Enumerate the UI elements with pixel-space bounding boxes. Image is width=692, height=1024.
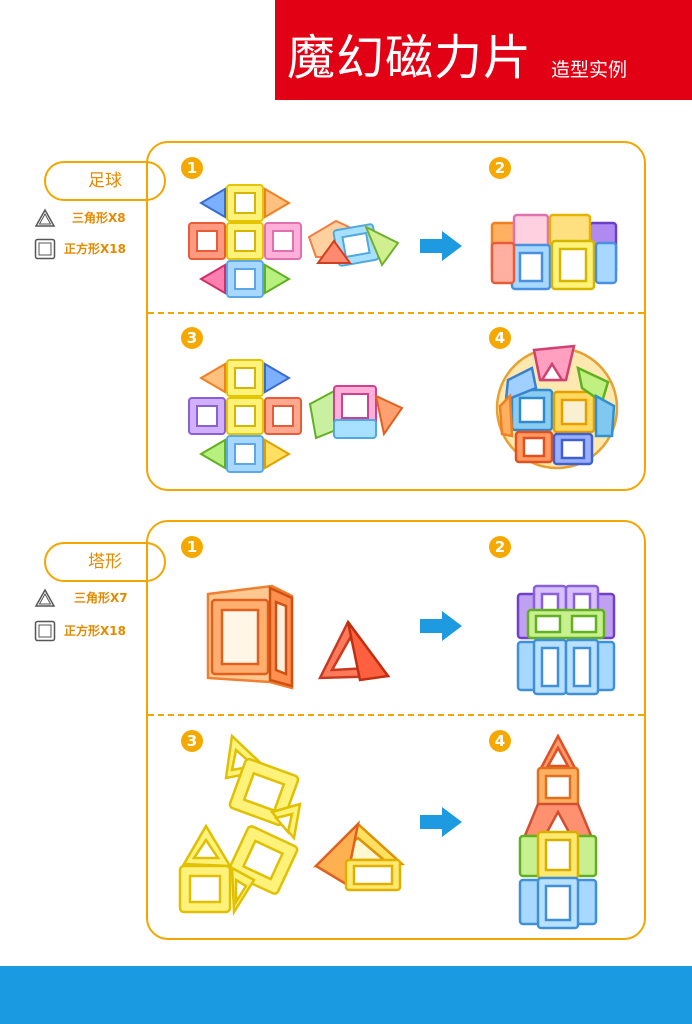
step-number: 3 [181,327,203,349]
title-banner: 魔幻磁力片 造型实例 [275,0,692,100]
football-net-illustration-2 [188,359,404,473]
football-ball-illustration [495,344,619,470]
step-number: 4 [489,327,511,349]
page-title: 魔幻磁力片 [287,30,533,86]
step-number: 1 [181,536,203,558]
step-number: 2 [489,157,511,179]
step-number: 4 [489,730,511,752]
step-divider [148,714,644,716]
arrow-right-icon [420,611,462,641]
legend-square-2: 正方形X18 [34,620,149,642]
legend-square-count: 正方形X18 [64,242,126,256]
step-divider [148,312,644,314]
triangle-icon [34,588,56,607]
footer-bar [0,966,692,1024]
football-net-illustration [188,184,400,298]
step-number: 2 [489,536,511,558]
section-card-football [146,141,646,491]
square-icon [34,620,56,642]
step-number: 1 [181,157,203,179]
triangle-icon [34,208,56,227]
legend-square-1: 正方形X18 [34,238,149,260]
tower-cylinder-illustration [516,584,616,696]
legend-square-count: 正方形X18 [64,624,126,638]
arrow-right-icon [420,231,462,261]
legend-triangle-count: 三角形X8 [72,211,126,225]
legend-triangle-1: 三角形X8 [34,208,149,230]
page-subtitle: 造型实例 [551,59,628,81]
section-label-football: 足球 [44,161,166,201]
tower-prism-illustration [206,584,391,690]
legend-triangle-2: 三角形X7 [34,588,149,610]
tower-build-illustration [518,734,598,930]
football-ring-illustration [490,213,618,291]
section-card-tower [146,520,646,940]
legend-triangle-count: 三角形X7 [74,591,128,605]
tower-chain-illustration [178,734,406,916]
square-icon [34,238,56,260]
step-number: 3 [181,730,203,752]
arrow-right-icon [420,807,462,837]
section-label-tower: 塔形 [44,542,166,582]
